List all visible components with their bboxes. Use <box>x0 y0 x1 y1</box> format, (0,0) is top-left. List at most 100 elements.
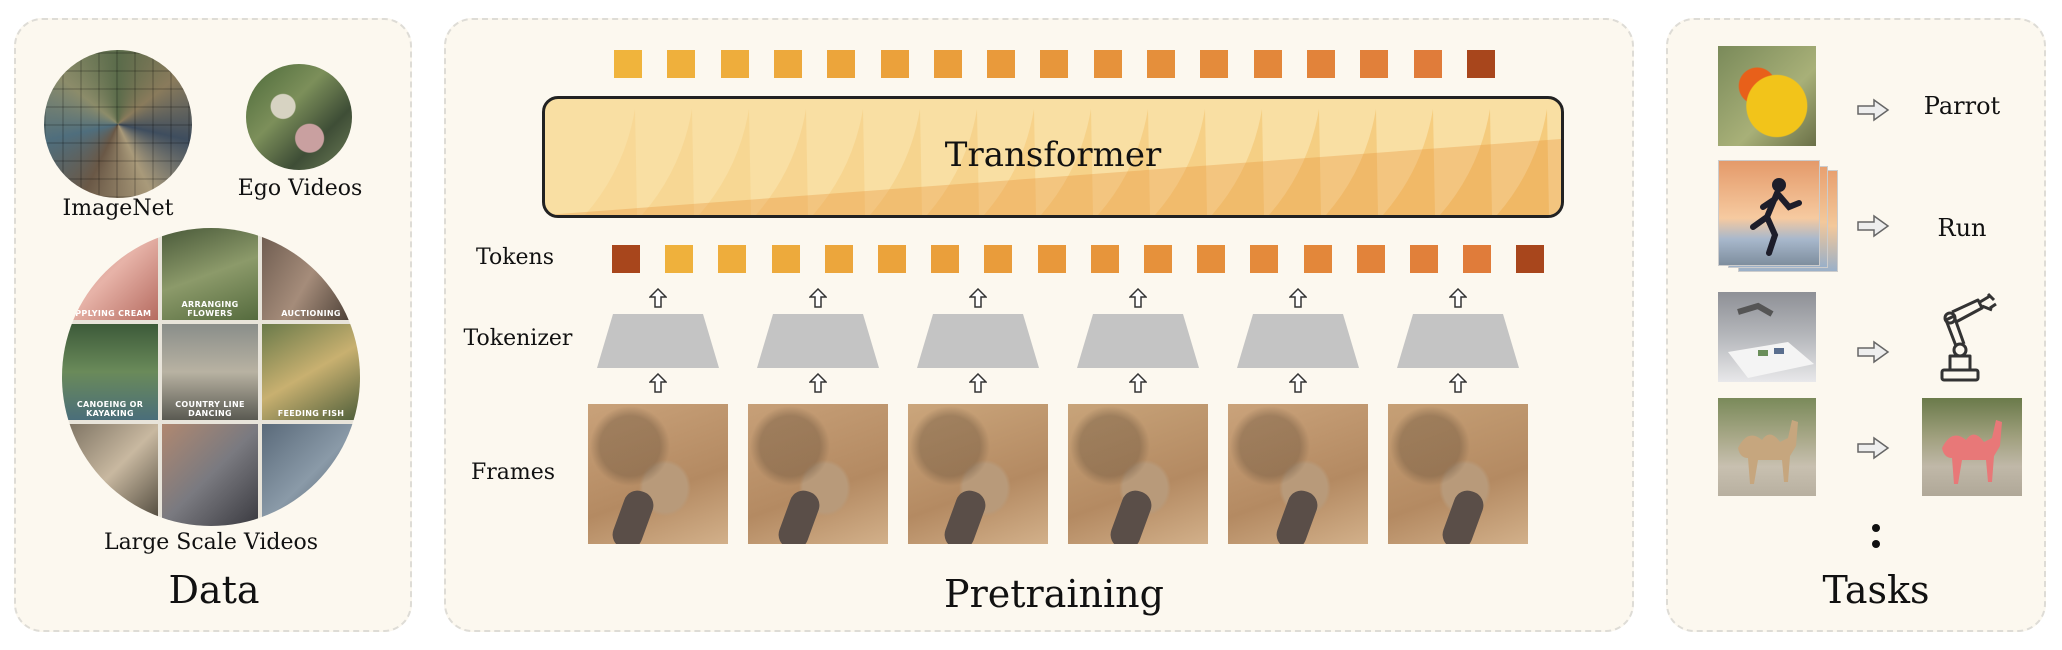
output-token <box>987 50 1016 78</box>
data-panel-title: Data <box>168 568 260 612</box>
output-token <box>1147 50 1175 78</box>
video-tile: COUNTRY LINE DANCING <box>162 324 258 420</box>
video-tile-caption: CANOEING OR KAYAKING <box>76 400 144 418</box>
arrow-up-icon <box>1289 288 1307 308</box>
output-token <box>773 50 802 78</box>
output-token <box>880 50 909 78</box>
large-scale-videos-label: Large Scale Videos <box>103 530 319 555</box>
hand-shape <box>940 486 990 544</box>
output-token <box>720 50 749 78</box>
input-token <box>1037 245 1066 273</box>
video-tile <box>62 424 158 526</box>
imagenet-label: ImageNet <box>62 196 174 221</box>
output-token <box>1413 50 1442 78</box>
video-tile: AUCTIONING <box>262 228 360 320</box>
attention-wedge <box>1098 109 1150 215</box>
input-token <box>824 245 853 273</box>
tokenizer-block <box>757 314 879 368</box>
hand-shape <box>1272 486 1322 544</box>
video-frame <box>588 404 728 544</box>
output-token <box>1466 50 1495 78</box>
output-token <box>1306 50 1335 78</box>
attention-wedge <box>756 109 808 215</box>
output-token <box>614 50 642 78</box>
attention-wedge <box>1155 109 1207 215</box>
video-tile: CANOEING OR KAYAKING <box>62 324 158 420</box>
camel-image <box>1718 398 1816 496</box>
transformer-block: Transformer <box>542 96 1564 218</box>
arrow-up-icon <box>1289 373 1307 393</box>
input-token <box>931 245 960 273</box>
attention-wedge <box>1212 109 1264 215</box>
input-token <box>1197 245 1226 273</box>
output-token <box>1200 50 1229 78</box>
frames-label: Frames <box>470 460 556 485</box>
output-token <box>667 50 696 78</box>
arrow-right-icon <box>1857 436 1890 460</box>
input-token <box>771 245 800 273</box>
hand-shape <box>1106 486 1156 544</box>
attention-wedge <box>984 109 1036 215</box>
hand-shape <box>1438 486 1488 544</box>
tokenizer-block <box>917 314 1039 368</box>
attention-wedge <box>642 109 694 215</box>
imagenet-thumbnail <box>44 50 192 198</box>
sim-scene <box>1728 302 1814 378</box>
parrot-image <box>1718 46 1816 146</box>
arrow-up-icon <box>649 288 667 308</box>
video-frame <box>1068 404 1208 544</box>
video-tile <box>162 424 258 526</box>
output-token <box>827 50 856 78</box>
input-token <box>612 245 640 273</box>
output-token <box>1040 50 1069 78</box>
arrow-up-icon <box>809 288 827 308</box>
input-token <box>1250 245 1279 273</box>
video-frame <box>1228 404 1368 544</box>
attention-wedge <box>1497 109 1549 215</box>
task-label-parrot: Parrot <box>1923 92 2001 120</box>
attention-wedge <box>870 109 922 215</box>
attention-wedge <box>1326 109 1378 215</box>
camel-shape <box>1738 420 1798 484</box>
vertical-dots-icon <box>1872 524 1880 548</box>
attention-wedge <box>585 109 637 215</box>
edited-camel-image <box>1922 398 2022 496</box>
input-token <box>1303 245 1332 273</box>
transformer-causal-pattern <box>545 109 1561 215</box>
attention-gradient <box>545 139 1561 215</box>
input-token <box>1090 245 1119 273</box>
arrow-right-icon <box>1857 98 1890 122</box>
attention-wedge <box>1041 109 1093 215</box>
video-tile: ARRANGING FLOWERS <box>162 228 258 320</box>
task-label-run: Run <box>1937 214 1987 242</box>
runner-silhouette-icon <box>1750 178 1802 256</box>
output-token <box>933 50 962 78</box>
arrow-up-icon <box>809 373 827 393</box>
pink-camel-shape <box>1942 420 2002 484</box>
video-tile: APPLYING CREAM <box>62 228 158 320</box>
pretraining-panel-title: Pretraining <box>944 572 1164 616</box>
arrow-up-icon <box>1129 288 1147 308</box>
arrow-right-icon <box>1857 340 1890 364</box>
input-token <box>665 245 694 273</box>
ego-videos-label: Ego Videos <box>237 176 363 201</box>
attention-wedge <box>1383 109 1435 215</box>
arrow-up-icon <box>1449 373 1467 393</box>
attention-wedge <box>1440 109 1492 215</box>
input-token <box>718 245 747 273</box>
robot-simulation-image <box>1718 292 1816 382</box>
output-token <box>1093 50 1122 78</box>
arrow-up-icon <box>969 288 987 308</box>
input-token <box>1410 245 1438 273</box>
video-frame <box>908 404 1048 544</box>
output-token <box>1360 50 1389 78</box>
arrow-right-icon <box>1857 214 1890 238</box>
input-token <box>1516 245 1545 273</box>
video-tile-caption: ARRANGING FLOWERS <box>181 300 239 318</box>
tokenizer-block <box>597 314 719 368</box>
input-token <box>878 245 906 273</box>
attention-wedge <box>813 109 865 215</box>
arrow-up-icon <box>969 373 987 393</box>
tokenizer-label: Tokenizer <box>463 326 573 351</box>
attention-wedge <box>699 109 751 215</box>
